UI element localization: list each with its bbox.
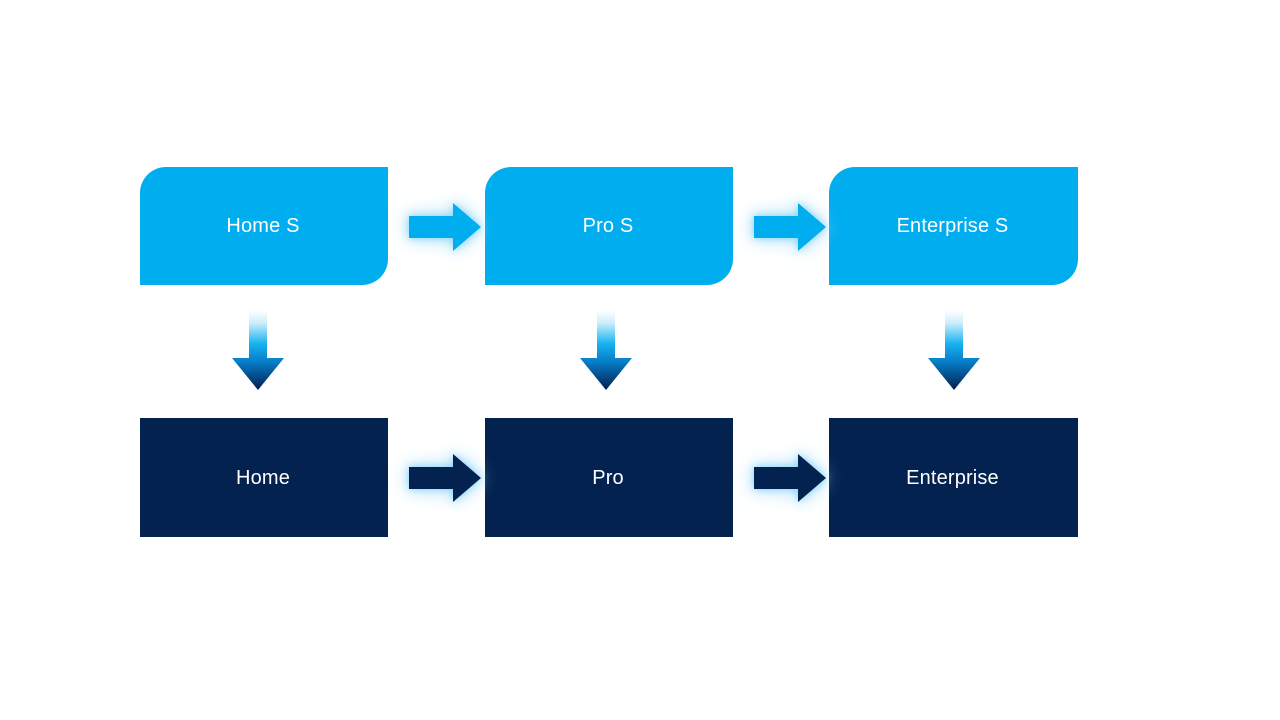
node-enterprise[interactable]: Enterprise: [829, 418, 1078, 537]
connector-pro-s-to-enterprise-s[interactable]: [754, 203, 826, 251]
node-home[interactable]: Home: [140, 418, 388, 537]
node-home-s[interactable]: Home S: [140, 167, 388, 285]
node-pro[interactable]: Pro: [485, 418, 733, 537]
connector-home-to-pro[interactable]: [409, 454, 481, 502]
node-label-pro-s: Pro S: [582, 215, 634, 237]
node-label-home-s: Home S: [226, 215, 300, 237]
node-pro-s[interactable]: Pro S: [485, 167, 733, 285]
connector-home-s-to-home[interactable]: [232, 310, 284, 390]
node-label-pro: Pro: [592, 466, 624, 489]
connector-home-s-to-pro-s[interactable]: [409, 203, 481, 251]
connector-enterprise-s-to-enterprise[interactable]: [928, 310, 980, 390]
connector-pro-to-enterprise[interactable]: [754, 454, 826, 502]
node-label-enterprise: Enterprise: [906, 466, 999, 489]
connector-pro-s-to-pro[interactable]: [580, 310, 632, 390]
node-label-home: Home: [236, 466, 290, 489]
node-label-enterprise-s: Enterprise S: [896, 215, 1009, 237]
node-enterprise-s[interactable]: Enterprise S: [829, 167, 1078, 285]
